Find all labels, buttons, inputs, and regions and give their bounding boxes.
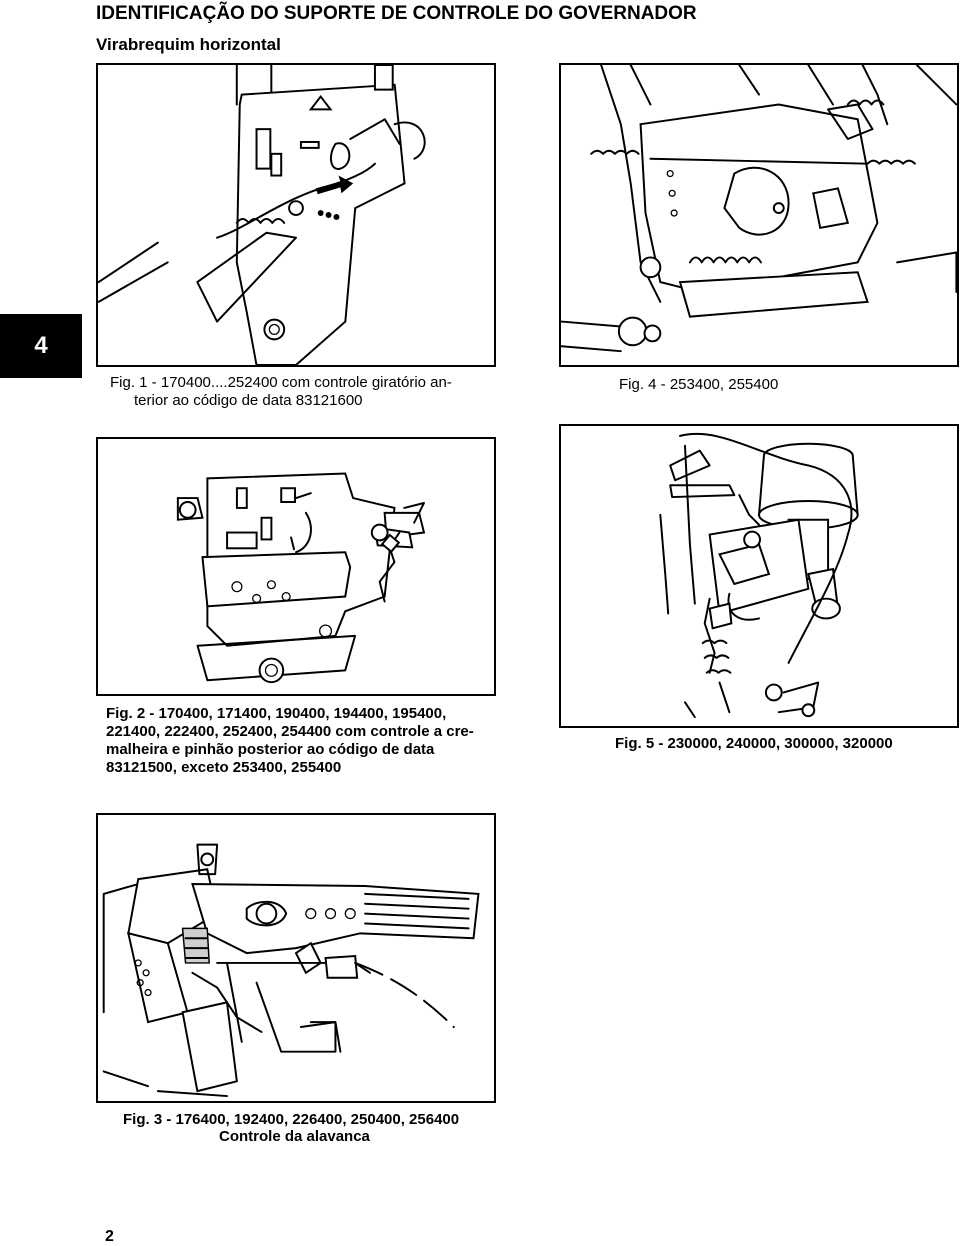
figure-2-caption-line-4: 83121500, exceto 253400, 255400 (106, 759, 342, 776)
figure-2-caption-line-2: 221400, 222400, 252400, 254400 com contr… (106, 723, 474, 740)
page-number: 2 (105, 1228, 114, 1245)
figure-2-caption-line-1: Fig. 2 - 170400, 171400, 190400, 194400,… (106, 705, 447, 722)
figure-3-caption-line-2: Controle da alavanca (219, 1128, 370, 1145)
carburetor-governor-drawing (659, 432, 859, 719)
figure-2-illustration (96, 437, 496, 696)
lever-control-drawing (102, 843, 480, 1098)
figure-3-illustration (96, 813, 496, 1103)
governor-bracket-253400-drawing (561, 65, 957, 353)
figure-5-caption: Fig. 5 - 230000, 240000, 300000, 320000 (615, 735, 893, 752)
figure-5-illustration (559, 424, 959, 728)
governor-bracket-rotary-drawing (98, 65, 426, 365)
section-tab: 4 (0, 314, 82, 378)
figure-1-illustration (96, 63, 496, 367)
figure-1-caption-line-1: Fig. 1 - 170400....252400 com controle g… (110, 374, 452, 391)
figure-1-caption-line-2: terior ao código de data 83121600 (134, 392, 363, 409)
page-subtitle: Virabrequim horizontal (96, 35, 281, 54)
rack-and-pinion-bracket-drawing (176, 472, 426, 684)
figure-4-illustration (559, 63, 959, 367)
page-title: IDENTIFICAÇÃO DO SUPORTE DE CONTROLE DO … (96, 3, 697, 24)
figure-2-caption-line-3: malheira e pinhão posterior ao código de… (106, 741, 435, 758)
figure-4-caption: Fig. 4 - 253400, 255400 (619, 376, 779, 393)
figure-3-caption-line-1: Fig. 3 - 176400, 192400, 226400, 250400,… (123, 1111, 460, 1128)
